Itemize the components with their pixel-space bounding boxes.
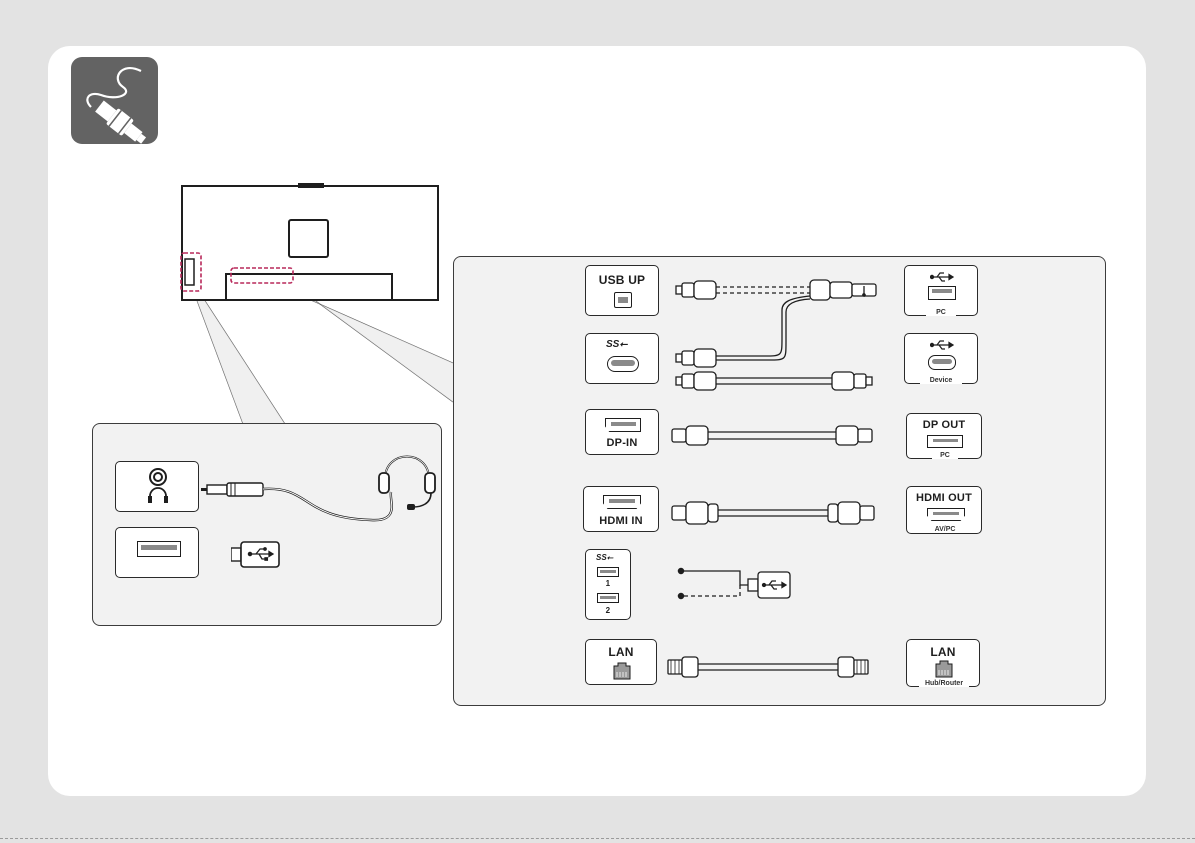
usb-port-number-2: 2	[586, 606, 630, 615]
usb-c-to-c-cable	[676, 372, 872, 390]
headset-icon	[375, 449, 439, 511]
usb-flash-drive	[231, 541, 281, 569]
device-sub-label: Device	[920, 377, 962, 384]
ethernet-port-icon	[934, 660, 954, 678]
hdmi-slot	[927, 508, 965, 521]
hdmi-out-sub-label: AV/PC	[927, 526, 963, 533]
pc-sub-label: PC	[926, 309, 956, 316]
lan-port-label: LAN	[586, 645, 656, 659]
usb-c-device: Device	[904, 333, 978, 384]
usb-b-to-a-cable	[676, 280, 876, 300]
superspeed-usb-icon: SS⭠	[606, 339, 627, 350]
dp-in-label: DP-IN	[586, 437, 658, 449]
pc-usb-device: PC	[904, 265, 978, 316]
lan-port: LAN	[585, 639, 657, 685]
dp-slot	[605, 418, 641, 432]
usb-port-number-1: 1	[586, 579, 630, 588]
usb-c-slot	[928, 355, 956, 370]
hdmi-in-label: HDMI IN	[584, 515, 658, 527]
superspeed-usb-icon: SS⭠	[596, 553, 613, 563]
hub-router-sub-label: Hub/Router	[919, 680, 969, 687]
usb-c-to-a-cable	[676, 296, 810, 367]
dp-in-port: DP-IN	[585, 409, 659, 455]
hdmi-in-port: HDMI IN	[583, 486, 659, 532]
usb-hub-lines	[678, 568, 790, 598]
usb-c-ss-port: SS⭠	[585, 333, 659, 384]
dp-out-device: DP OUT PC	[906, 413, 982, 459]
usb-up-label: USB UP	[586, 273, 658, 287]
lan-hub-router-device: LAN Hub/Router	[906, 639, 980, 687]
usb-a-slot	[928, 286, 956, 300]
monitor-rear-view	[178, 182, 442, 304]
rear-ports-panel: USB UP PC SS⭠	[453, 256, 1106, 706]
headphone-icon	[144, 467, 172, 507]
usb-c-slot	[607, 356, 639, 372]
usb-downstream-ports: SS⭠ 1 2	[585, 549, 631, 620]
usb-symbol-icon	[930, 271, 954, 283]
side-ports-panel	[92, 423, 442, 626]
usb-b-slot	[614, 292, 632, 308]
usb-up-port: USB UP	[585, 265, 659, 316]
usb-a-slot-2	[597, 593, 619, 603]
ethernet-port-icon	[612, 662, 632, 680]
lan-device-label: LAN	[907, 645, 979, 659]
dp-out-sub-label: PC	[932, 452, 958, 459]
usb-a-slot-1	[597, 567, 619, 577]
hdmi-slot	[603, 495, 641, 509]
hdmi-out-device: HDMI OUT AV/PC	[906, 486, 982, 534]
usb-a-slot	[137, 541, 181, 557]
headphone-port	[115, 461, 199, 512]
dp-cable	[672, 426, 872, 445]
usb-symbol-icon	[930, 339, 954, 351]
lan-cable	[668, 657, 868, 677]
hdmi-out-label: HDMI OUT	[907, 492, 981, 504]
dp-slot	[927, 435, 963, 448]
hdmi-cable	[672, 502, 874, 524]
side-usb-port	[115, 527, 199, 578]
dp-out-label: DP OUT	[907, 419, 981, 431]
cables	[664, 272, 896, 692]
